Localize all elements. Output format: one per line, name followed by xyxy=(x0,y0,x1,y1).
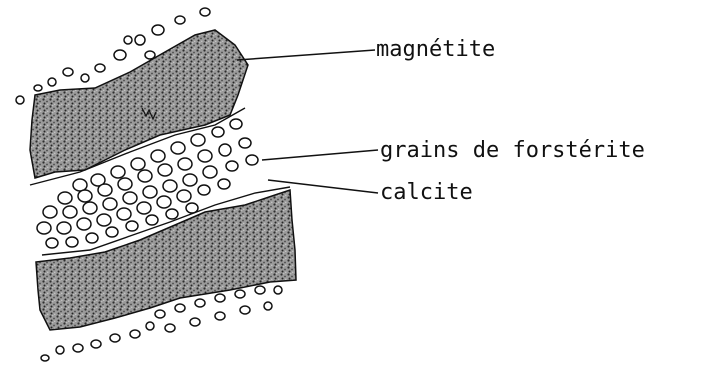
forsterite-grain xyxy=(175,16,185,24)
forsterite-grain xyxy=(73,179,87,191)
forsterite-grain xyxy=(123,192,137,204)
magnetite-band-upper xyxy=(30,30,248,178)
label-magnetite: magnétite xyxy=(376,38,495,62)
forsterite-grain xyxy=(235,290,245,298)
forsterite-grain xyxy=(152,25,164,35)
forsterite-grain xyxy=(77,218,91,230)
forsterite-grain xyxy=(103,198,117,210)
forsterite-grain xyxy=(230,119,242,129)
forsterite-grain xyxy=(114,50,126,60)
label-forsterite-grains: grains de forstérite xyxy=(380,139,645,163)
forsterite-grain xyxy=(126,221,138,231)
forsterite-grain xyxy=(117,208,131,220)
forsterite-grain xyxy=(151,150,165,162)
forsterite-grain xyxy=(73,344,83,352)
forsterite-grain xyxy=(163,180,177,192)
forsterite-grain xyxy=(165,324,175,332)
forsterite-grain xyxy=(157,196,171,208)
forsterite-grain xyxy=(16,96,24,104)
forsterite-grain xyxy=(111,166,125,178)
forsterite-grain xyxy=(143,186,157,198)
leader-line-forsterite xyxy=(262,150,378,160)
forsterite-grain xyxy=(195,299,205,307)
forsterite-grain xyxy=(110,334,120,342)
forsterite-grain xyxy=(198,185,210,195)
forsterite-grain xyxy=(274,286,282,294)
forsterite-grain xyxy=(63,206,77,218)
forsterite-grain xyxy=(158,164,172,176)
forsterite-grain xyxy=(186,203,198,213)
forsterite-grain xyxy=(86,233,98,243)
leader-line-magnetite xyxy=(237,50,375,60)
forsterite-grain xyxy=(124,36,132,44)
forsterite-grain xyxy=(178,158,192,170)
forsterite-grain xyxy=(137,202,151,214)
forsterite-grain xyxy=(218,179,230,189)
forsterite-grain xyxy=(81,74,89,82)
forsterite-grain xyxy=(190,318,200,326)
label-calcite: calcite xyxy=(380,181,473,205)
forsterite-grain xyxy=(95,64,105,72)
forsterite-grain xyxy=(240,306,250,314)
forsterite-grain xyxy=(58,192,72,204)
forsterite-grain xyxy=(203,166,217,178)
forsterite-grain xyxy=(175,304,185,312)
forsterite-grain xyxy=(57,222,71,234)
forsterite-grain xyxy=(239,138,251,148)
forsterite-grain xyxy=(83,202,97,214)
forsterite-grain xyxy=(264,302,272,310)
forsterite-grain xyxy=(66,237,78,247)
forsterite-grain xyxy=(215,294,225,302)
forsterite-grain xyxy=(43,206,57,218)
forsterite-grain xyxy=(171,142,185,154)
forsterite-grain xyxy=(166,209,178,219)
forsterite-grain xyxy=(200,8,210,16)
forsterite-grain xyxy=(130,330,140,338)
forsterite-grain xyxy=(41,355,49,361)
forsterite-grain xyxy=(212,127,224,137)
forsterite-grain xyxy=(34,85,42,91)
forsterite-grain xyxy=(97,214,111,226)
forsterite-grain xyxy=(118,178,132,190)
forsterite-grain xyxy=(63,68,73,76)
forsterite-grain xyxy=(215,312,225,320)
forsterite-grain xyxy=(246,155,258,165)
forsterite-grain xyxy=(226,161,238,171)
forsterite-grain xyxy=(37,222,51,234)
forsterite-grain xyxy=(183,174,197,186)
forsterite-grain xyxy=(48,78,56,86)
forsterite-grain xyxy=(198,150,212,162)
forsterite-grain xyxy=(177,190,191,202)
forsterite-grain xyxy=(46,238,58,248)
forsterite-grain xyxy=(135,35,145,45)
forsterite-grain xyxy=(91,340,101,348)
forsterite-grain xyxy=(146,322,154,330)
forsterite-grain xyxy=(106,227,118,237)
forsterite-grain xyxy=(155,310,165,318)
forsterite-grain xyxy=(56,346,64,354)
forsterite-grain xyxy=(146,215,158,225)
forsterite-grain xyxy=(191,134,205,146)
forsterite-grain xyxy=(131,158,145,170)
forsterite-grain xyxy=(255,286,265,294)
forsterite-grain xyxy=(98,184,112,196)
forsterite-grain xyxy=(219,144,231,156)
forsterite-grain xyxy=(78,190,92,202)
forsterite-grain xyxy=(138,170,152,182)
forsterite-grain xyxy=(145,51,155,59)
